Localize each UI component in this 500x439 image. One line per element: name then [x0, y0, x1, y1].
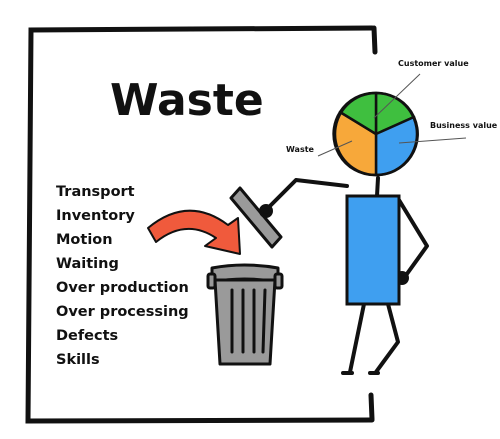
frame: [25, 25, 378, 424]
list-item: Transport: [56, 184, 135, 200]
list-item: Waiting: [56, 256, 119, 272]
page-title: Waste: [110, 75, 264, 126]
figure-right-leg: [374, 302, 400, 374]
frame-top-right-stub: [371, 25, 378, 55]
list-item: Defects: [56, 328, 118, 344]
figure-left-hand: [259, 204, 273, 218]
label-business-value: Business value: [430, 121, 498, 130]
pie-leader-lines: [317, 73, 467, 157]
figure-neck: [375, 176, 380, 198]
trash-can-body: [213, 278, 277, 366]
trash-can-ribs: [230, 288, 267, 354]
list-item: Over processing: [56, 304, 189, 320]
stick-figure-icon: [259, 176, 429, 375]
label-customer-value: Customer value: [398, 59, 469, 68]
pie-head-icon: [332, 91, 419, 177]
list-item: Over production: [56, 280, 189, 296]
trash-can-icon: [206, 263, 284, 366]
figure-right-arm: [397, 198, 429, 280]
list-item: Skills: [56, 352, 100, 368]
pie-outline: [333, 91, 419, 177]
curved-arrow-icon: [147, 209, 241, 255]
figure-left-leg: [348, 302, 366, 374]
figure-body: [345, 194, 401, 306]
frame-outline: [25, 25, 375, 424]
frame-bottom-right-stub: [368, 392, 375, 422]
waste-list: Transport Inventory Motion Waiting Over …: [56, 184, 189, 368]
label-waste: Waste: [286, 145, 315, 154]
figure-left-arm: [264, 178, 349, 212]
list-item: Motion: [56, 232, 113, 248]
list-item: Inventory: [56, 208, 135, 224]
tray-icon: [229, 186, 283, 249]
